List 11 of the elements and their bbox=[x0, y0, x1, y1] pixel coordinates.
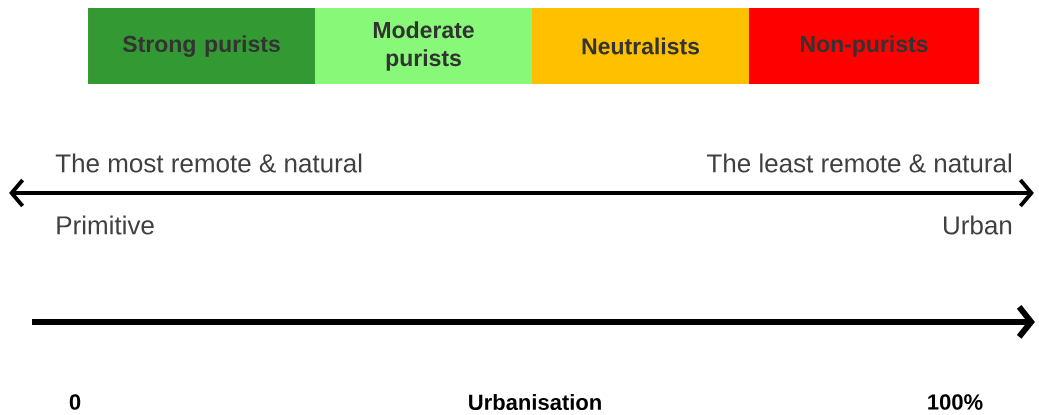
axis-label: The most remote & natural bbox=[55, 153, 362, 173]
legend-label: Neutralists bbox=[582, 37, 699, 55]
legend-label: Strong purists bbox=[122, 35, 280, 57]
axis-label: Urban bbox=[944, 215, 1012, 235]
legend-label: Moderate purists bbox=[373, 21, 474, 71]
axis-label: Urbanisation bbox=[469, 393, 601, 411]
axis-label: 100% bbox=[928, 394, 983, 410]
axis-label: The least remote & natural bbox=[707, 153, 1011, 173]
legend-label: Non-purists bbox=[801, 35, 928, 57]
axis-label: Primitive bbox=[57, 215, 154, 235]
axis-label: 0 bbox=[69, 394, 81, 410]
